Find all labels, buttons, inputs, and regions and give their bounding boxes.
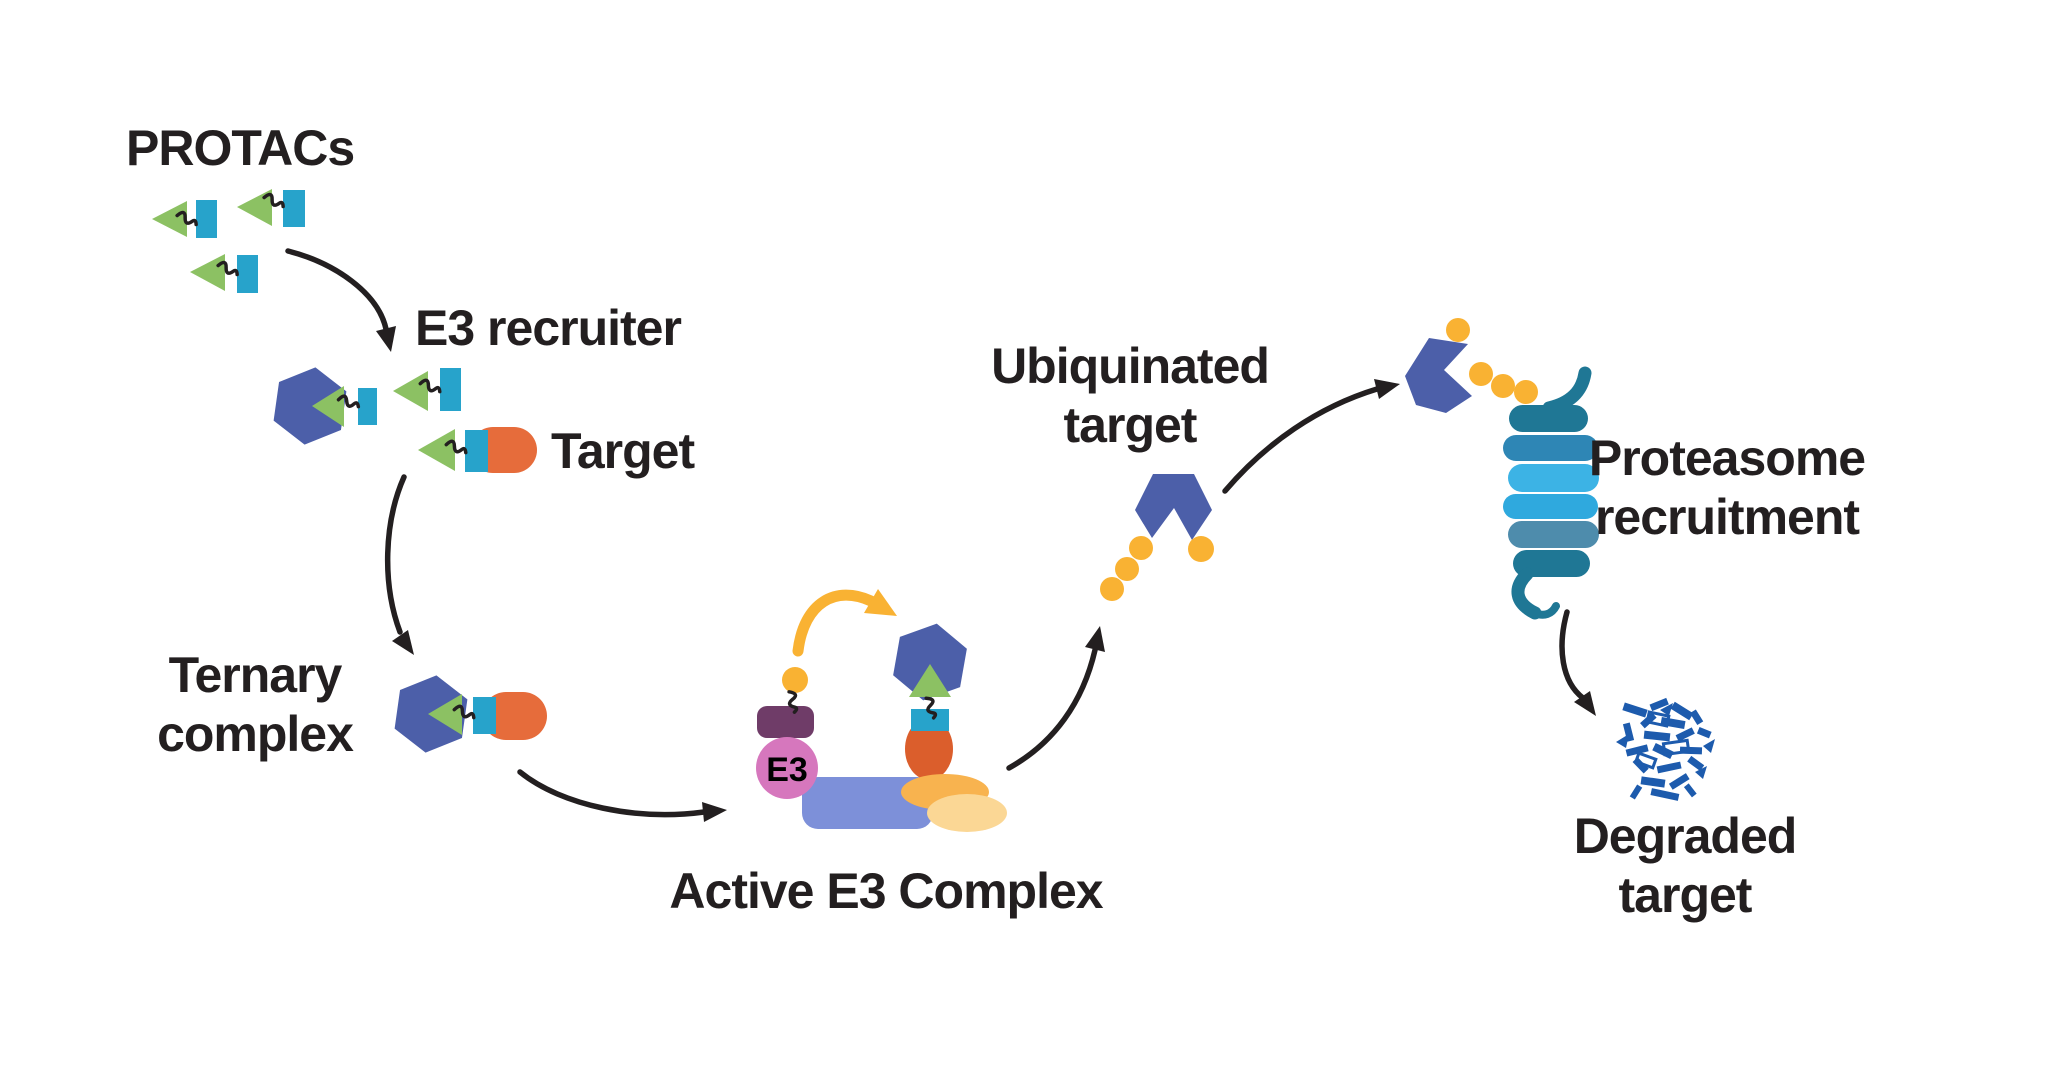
- target-ligand-triangle: [418, 429, 455, 471]
- linker-blocks: [196, 190, 949, 734]
- protac3-ligand-triangle: [190, 254, 225, 291]
- ternary-target-capsule: [482, 692, 547, 740]
- ubiquitin-chain-a2: [1129, 536, 1153, 560]
- protac1-linker-block: [196, 200, 217, 238]
- e3-ligase-hexagon-recruiter: [273, 367, 347, 445]
- active-ligand-triangle: [909, 664, 951, 697]
- active-e3-complex-label: Active E3 Complex: [669, 863, 1103, 919]
- arrow-protacs-to-e3-recruiter: [285, 248, 389, 332]
- ubiquitin-on-e2: [782, 667, 808, 693]
- ubiquitin-chain-b3: [1491, 374, 1515, 398]
- proteasome-coil-4: [1503, 494, 1598, 519]
- ubiquinated-target-protein: [1135, 474, 1212, 540]
- arrow-ubiquinated-to-proteasome: [1222, 386, 1380, 494]
- e3-scaffold-bar: [802, 777, 933, 829]
- target-linker-block: [465, 430, 488, 472]
- arrowhead-ubiquinated-to-proteasome: [1374, 379, 1400, 399]
- flow-arrows: [285, 248, 1596, 822]
- arrow-ternary-to-active: [517, 769, 707, 818]
- unfolding-target-protein: [1405, 338, 1472, 413]
- active-linker-block: [911, 709, 949, 731]
- proteasome-coil-2: [1503, 435, 1598, 461]
- proteasome-top-tail: [1542, 366, 1592, 415]
- arrowhead-protacs-to-e3-recruiter: [376, 326, 396, 352]
- proteasome-bottom-tail: [1511, 567, 1542, 620]
- ubiquitin-chain-a1: [1188, 536, 1214, 562]
- target-label: Target: [551, 423, 695, 479]
- protac3-linker-block: [237, 255, 258, 293]
- e3-ligase-hexagon-active: [893, 623, 967, 701]
- free-protac-ligand-triangle: [393, 371, 428, 411]
- arrowhead-target-to-ternary: [392, 630, 414, 655]
- recruiter-linker-block: [358, 388, 377, 425]
- ternary-complex-label: Ternary complex: [157, 647, 354, 762]
- protacs-label: PROTACs: [126, 120, 355, 176]
- ternary-ligand-triangle: [428, 694, 462, 735]
- e3-enzyme-circle: [756, 737, 818, 799]
- substrate-ellipse-light: [927, 794, 1007, 832]
- protac2-linker-block: [283, 190, 305, 227]
- arrowhead-proteasome-to-degraded: [1574, 691, 1596, 716]
- e3-enzyme-label: E3: [766, 751, 808, 789]
- ubiquitin-chain-a3: [1115, 557, 1139, 581]
- arrow-active-to-ubiquinated: [1006, 647, 1098, 771]
- target-proteins: [470, 427, 547, 740]
- proteasome-coil-1: [1509, 405, 1588, 432]
- degraded-target-fragments: [1616, 697, 1715, 801]
- degraded-target-label: Degraded target: [1573, 808, 1798, 923]
- e2-enzyme: [757, 706, 814, 738]
- arrowhead-ternary-to-active: [702, 802, 727, 822]
- proteasome-recruitment-label: Proteasome recruitment: [1588, 430, 1866, 545]
- proteasome: [1503, 366, 1599, 620]
- ubiquitin-molecules: [782, 318, 1538, 693]
- active-complex-target-egg: [905, 718, 953, 780]
- ubiquitin-transfer-arrowhead: [864, 589, 897, 616]
- ligand-triangles: [152, 189, 951, 735]
- arrow-proteasome-to-degraded: [1559, 609, 1586, 701]
- e3-recruiter-label: E3 recruiter: [415, 300, 682, 356]
- ubiquitin-chain-a4: [1100, 577, 1124, 601]
- ubiquitin-chain-b4: [1514, 380, 1538, 404]
- ubiquitin-chain-b1: [1446, 318, 1470, 342]
- free-protac-linker-block: [440, 368, 461, 411]
- ternary-linker-block: [473, 697, 496, 734]
- ubiquitin-transfer-arrow: [792, 589, 877, 657]
- proteasome-coil-5: [1508, 521, 1599, 548]
- arrowhead-active-to-ubiquinated: [1085, 626, 1105, 652]
- ubiquitin-chain-b2: [1469, 362, 1493, 386]
- protac1-ligand-triangle: [152, 201, 187, 237]
- proteasome-bottom-tail-tip: [1531, 602, 1560, 619]
- arrow-target-to-ternary: [384, 474, 407, 635]
- recruiter-ligand-triangle: [312, 386, 344, 427]
- proteasome-coil-3: [1508, 464, 1599, 492]
- ubiquinated-target-label: Ubiquinated target: [991, 338, 1270, 453]
